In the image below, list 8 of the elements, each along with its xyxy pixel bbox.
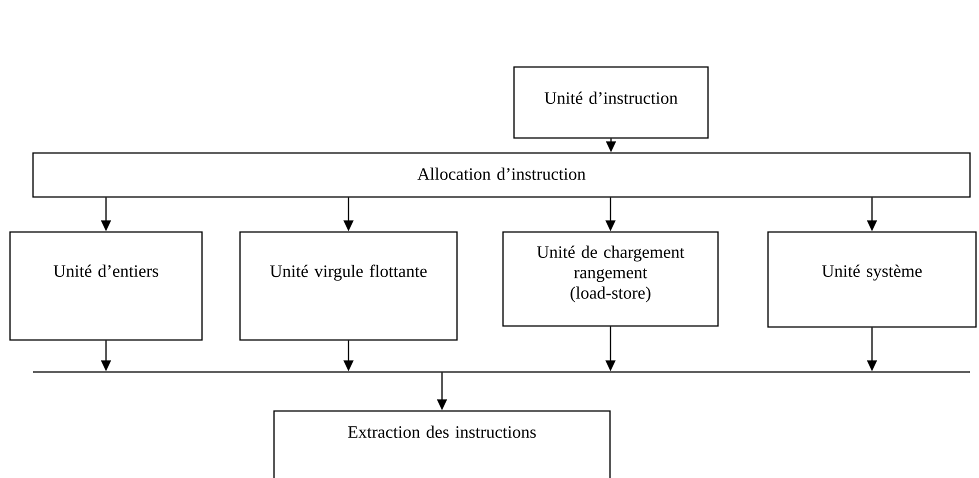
process-box: Unité d’instruction	[513, 66, 709, 139]
process-box: Unité virgule flottante	[239, 231, 458, 341]
process-box: Unité de chargement rangement (load-store)	[502, 231, 719, 327]
process-box: Extraction des instructions	[273, 410, 611, 478]
bus-line	[33, 371, 970, 373]
process-box: Unité système	[767, 231, 977, 328]
process-box: Unité d’entiers	[9, 231, 203, 341]
process-box: Allocation d’instruction	[32, 152, 971, 198]
